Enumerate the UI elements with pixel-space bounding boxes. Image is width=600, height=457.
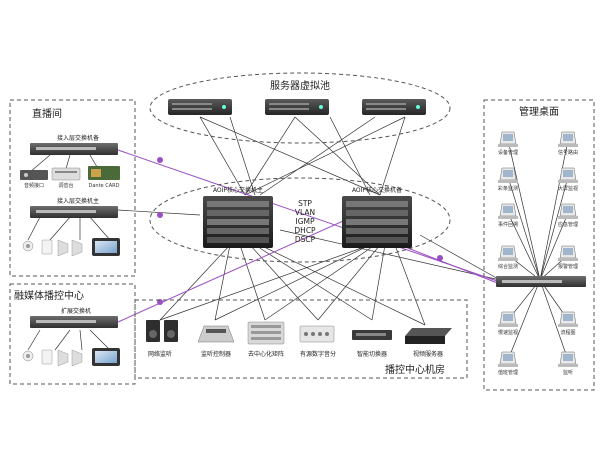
protocol-item: DSCP [295, 235, 316, 244]
purple-links [117, 149, 501, 323]
management-desktop-box [483, 99, 595, 391]
active-audio-splitter-device [299, 325, 335, 343]
workstation-label: 应急管理 [558, 221, 578, 228]
workstation-icon [498, 203, 518, 219]
workstation-label: 信号路由 [558, 149, 578, 156]
management-desktop-title: 管理桌面 [519, 105, 559, 118]
control-device-label: 去中心化矩阵 [248, 350, 284, 358]
extension-switch [30, 316, 118, 328]
workstation-icon [558, 167, 578, 183]
monitor-controller-device [197, 325, 235, 343]
control-room-box [134, 299, 468, 379]
workstation-label: 流程图 [560, 329, 575, 336]
audio-interface-device [20, 170, 48, 180]
workstation-icon [558, 203, 578, 219]
protocol-item: STP [298, 199, 312, 208]
media-center-endpoints [22, 348, 120, 367]
workstation-icon [498, 167, 518, 183]
access-switch-bottom-label: 接入层交换机主 [57, 197, 99, 205]
live-room-endpoints [22, 238, 120, 257]
server-pool-ellipse [149, 72, 451, 144]
control-device-label: 监听控制器 [201, 350, 231, 358]
workstation-icon [558, 311, 578, 327]
device-label-mixer: 调音台 [58, 182, 73, 189]
control-device-label: 视频服务器 [413, 350, 443, 358]
workstation-label: 综合监测 [498, 263, 518, 270]
workstation-icon [558, 131, 578, 147]
workstation-label: 彩条监测 [498, 185, 518, 192]
workstation-icon [498, 245, 518, 261]
workstation-icon [558, 351, 578, 367]
workstation-icon [498, 351, 518, 367]
live-room-title: 直播间 [32, 107, 62, 120]
control-device-label: 智能切换器 [357, 350, 387, 358]
device-label-audio-interface: 音频接口 [24, 182, 44, 189]
workstation-label: 大屏监视 [558, 185, 578, 192]
network-monitor-device [146, 320, 178, 342]
management-switch [496, 276, 586, 287]
control-device-label: 有源数字音分 [300, 350, 336, 358]
server-rack-3 [362, 99, 426, 115]
workstation-label: 监听 [563, 369, 573, 376]
control-room-title: 播控中心机房 [385, 363, 445, 376]
control-device-label: 网络监听 [148, 350, 172, 358]
workstation-icon [558, 245, 578, 261]
workstation-label: 报警管理 [558, 263, 578, 270]
protocol-item: DHCP [294, 226, 316, 235]
server-rack-2 [265, 99, 329, 115]
workstation-label: 慢速监视 [498, 329, 518, 336]
workstation-icon [498, 131, 518, 147]
dante-card-device [88, 166, 120, 180]
extension-switch-label: 扩展交换机 [61, 307, 91, 315]
access-switch-bottom [30, 206, 118, 218]
workstation-icon [498, 311, 518, 327]
core-switch-backup [342, 196, 412, 248]
access-switch-top-label: 接入层交换机备 [57, 134, 99, 142]
server-rack-1 [168, 99, 232, 115]
core-ellipse [149, 177, 451, 263]
device-label-dante: Dante CARD [89, 183, 120, 189]
protocol-item: IGMP [295, 217, 314, 226]
live-room-box [9, 99, 136, 277]
video-server-device [405, 328, 452, 344]
core-switch-primary [203, 196, 273, 248]
server-pool-title: 服务器虚拟池 [270, 79, 330, 92]
link-lines [27, 116, 569, 361]
core-left-label: AOIP核心交换机主 [213, 186, 263, 194]
mixer-device [51, 167, 81, 181]
protocol-list: STP VLAN IGMP DHCP DSCP [294, 199, 316, 244]
media-center-title: 融媒体播控中心 [14, 289, 84, 302]
protocol-item: VLAN [295, 208, 315, 217]
access-switch-top [30, 143, 118, 155]
workstation-label: 值班管理 [498, 369, 518, 376]
workstation-label: 事件回溯 [498, 221, 518, 228]
smart-switcher-device [352, 330, 392, 340]
core-right-label: AOIP核心交换机备 [352, 186, 402, 194]
workstation-label: 设备管理 [498, 149, 518, 156]
decentralized-matrix-device [247, 321, 285, 345]
